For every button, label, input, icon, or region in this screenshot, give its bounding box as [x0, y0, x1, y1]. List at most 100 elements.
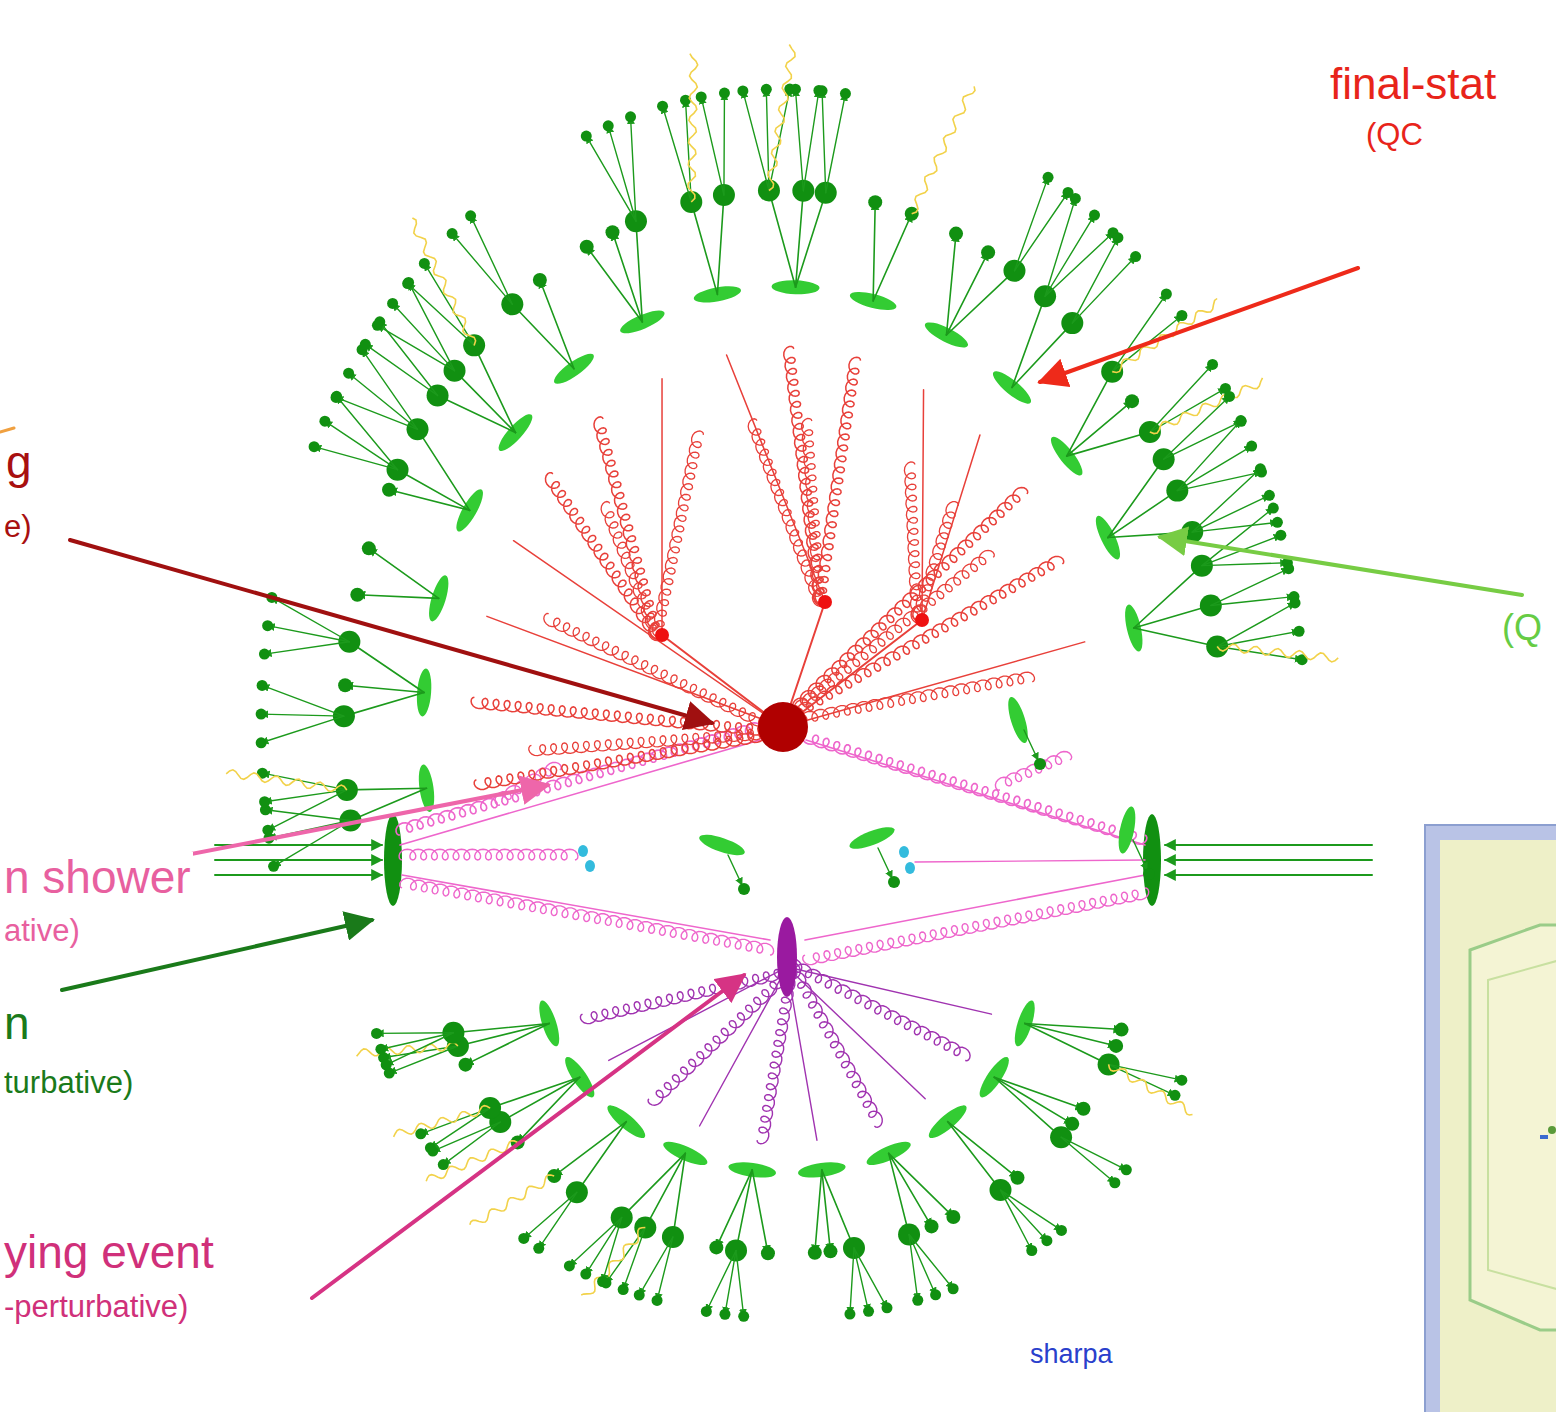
particle-line	[400, 740, 760, 845]
particle-line	[1108, 532, 1192, 537]
particle-line	[1177, 421, 1241, 491]
particle-line	[946, 271, 1014, 335]
particle-line	[458, 1023, 549, 1046]
particle-line	[850, 1248, 854, 1314]
callout-label: ying event	[2, 1227, 216, 1278]
particle-line	[325, 421, 398, 470]
particle-line	[380, 322, 438, 396]
particle-line	[1217, 631, 1299, 646]
hadron-dot	[268, 861, 279, 872]
hadron-dot	[1043, 172, 1054, 183]
hadron-dot	[1207, 359, 1218, 370]
hadron-dot	[343, 368, 354, 379]
hadron-dot	[625, 111, 636, 122]
hadron-dot	[1070, 193, 1081, 204]
leader-arrow	[1040, 268, 1358, 382]
particle-line	[1134, 605, 1211, 628]
hadron-dot	[1026, 1245, 1037, 1256]
particle-line	[1025, 1023, 1116, 1045]
hadron-dot	[402, 278, 413, 289]
remnant-blob	[899, 846, 909, 858]
callout-note: (QC	[1364, 118, 1425, 152]
hadron-dot	[1275, 530, 1286, 541]
photon-line	[1150, 378, 1263, 434]
particle-line	[1067, 401, 1132, 456]
vertex-dot	[818, 595, 832, 609]
photon-line	[426, 1141, 517, 1182]
gluon-line	[778, 556, 1064, 727]
gluon-line	[815, 357, 860, 604]
hadron-dot	[580, 240, 594, 254]
hadron-dot	[1294, 626, 1305, 637]
gluon-line	[803, 888, 1149, 965]
photon-line	[581, 1228, 645, 1296]
hadron-dot	[518, 1233, 529, 1244]
hadron-dot	[1121, 1164, 1132, 1175]
hadron-dot	[603, 120, 614, 131]
gluon-line	[399, 849, 578, 860]
hadron-dot	[1010, 1171, 1024, 1185]
proton-blob	[384, 814, 402, 906]
particle-line	[994, 1077, 1061, 1137]
hadron-dot	[425, 1142, 436, 1153]
hard-vertex	[758, 702, 808, 752]
particle-line	[261, 716, 344, 743]
hadron-dot	[949, 227, 963, 241]
gluon-line	[786, 959, 971, 1061]
particle-line	[402, 875, 770, 940]
hadron-dot	[382, 483, 396, 497]
hadron-dot	[948, 1283, 959, 1294]
particle-line	[336, 397, 417, 429]
hadron-dot	[719, 88, 730, 99]
particle-line	[631, 117, 636, 221]
particle-line	[393, 303, 455, 370]
particle-line	[1211, 569, 1289, 606]
particle-line	[369, 548, 439, 598]
remnant-blob	[905, 862, 915, 874]
hadron-dot	[634, 1290, 645, 1301]
particle-line	[265, 810, 350, 821]
hadron-dot	[925, 1219, 939, 1233]
particle-line	[345, 685, 424, 692]
hadron-dot	[1264, 490, 1275, 501]
gluon-line	[400, 878, 774, 955]
particle-line	[783, 620, 922, 727]
particle-line	[1067, 372, 1112, 456]
particle-line	[803, 91, 819, 191]
particle-line	[948, 1122, 1001, 1190]
hadron-dot	[259, 796, 270, 807]
hadron-dot	[262, 825, 273, 836]
hadron-dot	[1161, 288, 1172, 299]
mpi-blob	[777, 917, 797, 997]
particle-line	[524, 1192, 577, 1238]
particle-line	[1014, 177, 1048, 270]
particle-line	[357, 595, 438, 599]
beam-line	[1165, 874, 1372, 876]
hadron-dot	[790, 84, 801, 95]
hadron-dot	[350, 588, 364, 602]
particle-line	[261, 714, 344, 716]
hadron-dot	[1089, 210, 1100, 221]
hadron-dot	[652, 1295, 663, 1306]
particle-line	[569, 1217, 621, 1266]
hadron-dot	[1076, 1102, 1090, 1116]
particle-line	[743, 91, 769, 191]
hadron-dot	[946, 1210, 960, 1224]
beam-line	[1165, 844, 1372, 846]
hadron-dot	[465, 210, 476, 221]
particle-line	[700, 967, 787, 1126]
particle-line	[268, 626, 350, 642]
cluster-blob	[697, 831, 747, 860]
particle-line	[725, 1250, 736, 1314]
beam-line	[215, 859, 382, 861]
particle-line	[1000, 1190, 1031, 1250]
particle-line	[1012, 296, 1045, 387]
callout-note: turbative)	[2, 1066, 135, 1100]
hadron-dot	[362, 541, 376, 555]
particle-line	[1072, 238, 1118, 323]
gluon-line	[784, 347, 825, 606]
gluon-line	[471, 697, 785, 737]
gluon-line	[594, 417, 662, 639]
particle-line	[691, 202, 717, 294]
